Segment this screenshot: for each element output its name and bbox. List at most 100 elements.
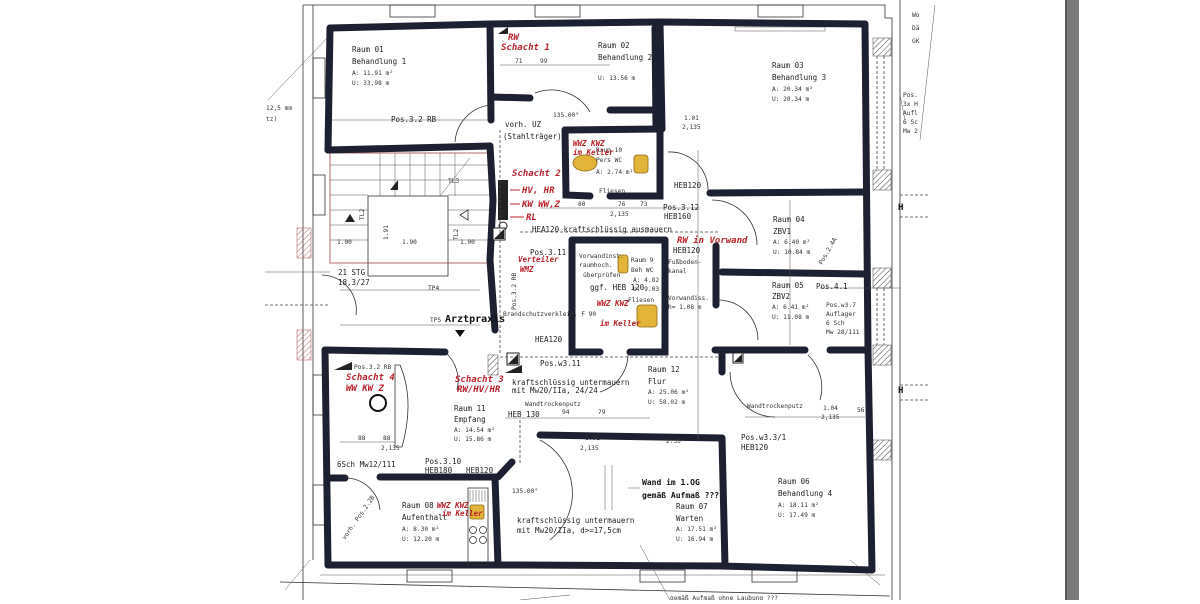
room-label-raum-04: Raum 04 ZBV1 A: 6.40 m² U: 10.84 m [773, 215, 811, 256]
svg-text:HEB160: HEB160 [664, 212, 692, 221]
svg-text:A: 17.51 m²: A: 17.51 m² [676, 526, 717, 533]
svg-text:6 Sch: 6 Sch [826, 320, 845, 327]
svg-text:U: 13.56 m: U: 13.56 m [598, 75, 636, 82]
room-label-raum-07: Raum 07 Warten A: 17.51 m² U: 16.94 m [676, 502, 717, 543]
svg-text:im Keller: im Keller [573, 148, 614, 157]
svg-text:1.90: 1.90 [402, 239, 417, 246]
toilet-icon [633, 154, 649, 174]
svg-text:Arztpraxis: Arztpraxis [445, 313, 505, 325]
svg-text:U: 33.98 m: U: 33.98 m [352, 80, 390, 87]
svg-text:Schacht 1: Schacht 1 [501, 43, 550, 53]
svg-text:überprüfen: überprüfen [583, 272, 621, 279]
svg-text:1.04: 1.04 [823, 405, 838, 412]
svg-text:WMZ: WMZ [520, 265, 534, 274]
svg-text:Fußboden-: Fußboden- [668, 259, 702, 266]
svg-text:Pos.4.1: Pos.4.1 [816, 282, 848, 291]
svg-text:135.00°: 135.00° [553, 111, 579, 119]
svg-text:88: 88 [383, 435, 391, 442]
svg-text:HEA120 kraftschlüssig ausmauer: HEA120 kraftschlüssig ausmauern [532, 225, 672, 234]
svg-text:Raum 11: Raum 11 [454, 404, 486, 413]
svg-text:U: 12.20 m: U: 12.20 m [402, 536, 440, 543]
svg-text:73: 73 [640, 201, 648, 208]
svg-text:TL3: TL3 [448, 178, 459, 185]
svg-text:Dä: Dä [912, 25, 920, 32]
svg-text:U: 16.94 m: U: 16.94 m [676, 536, 714, 543]
vertical-scrollbar[interactable] [1067, 0, 1079, 600]
svg-text:U: 10.84 m: U: 10.84 m [773, 249, 811, 256]
svg-text:RW: RW [508, 33, 520, 43]
svg-text:Auflager: Auflager [826, 311, 856, 318]
room-label-raum-05: Raum 05 ZBV2 A: 6.41 m² U: 11.08 m [772, 281, 810, 321]
svg-text:gemäß Aufmaß ohne Laubung ???: gemäß Aufmaß ohne Laubung ??? [670, 595, 778, 600]
room-label-raum-10: Raum 10 Pers WC A: 2.74 m² [596, 147, 633, 176]
stairwell [321, 152, 491, 326]
structural-annotations: Arztpraxis Pos.3.2 RB vorh. UZ (Stahlträ… [266, 12, 920, 602]
svg-text:1.00: 1.00 [337, 239, 352, 246]
svg-text:Fliesen: Fliesen [599, 188, 625, 195]
svg-text:A: 20.34 m²: A: 20.34 m² [772, 86, 813, 93]
svg-text:WWZ KWZ: WWZ KWZ [573, 139, 605, 148]
room-label-raum-06: Raum 06 Behandlung 4 A: 18.11 m² U: 17.4… [778, 477, 833, 519]
svg-text:6Sch Mw12/111: 6Sch Mw12/111 [337, 460, 396, 469]
svg-text:A: 11.91 m²: A: 11.91 m² [352, 70, 393, 77]
svg-text:WW KW Z: WW KW Z [346, 384, 385, 394]
svg-text:56: 56 [857, 407, 865, 414]
svg-text:Behandlung 4: Behandlung 4 [778, 489, 833, 498]
svg-text:2.35: 2.35 [666, 438, 681, 445]
svg-text:Schacht 3: Schacht 3 [455, 375, 504, 385]
svg-text:Verteiler: Verteiler [518, 255, 559, 264]
svg-text:Mw 2: Mw 2 [903, 128, 918, 135]
svg-text:12,5 mm: 12,5 mm [266, 105, 292, 112]
svg-text:RL: RL [526, 213, 537, 223]
svg-text:Raum 02: Raum 02 [598, 41, 630, 50]
svg-text:WWZ KWZ: WWZ KWZ [437, 501, 469, 510]
svg-text:Raum 01: Raum 01 [352, 45, 384, 54]
svg-text:Pos.3.12: Pos.3.12 [663, 203, 699, 212]
svg-text:99: 99 [540, 58, 548, 65]
svg-text:Raum 08: Raum 08 [402, 501, 434, 510]
dimension-lines [330, 64, 930, 510]
walls [321, 18, 876, 574]
svg-text:135.00°: 135.00° [512, 487, 538, 495]
svg-text:Schacht 4: Schacht 4 [346, 373, 395, 383]
toilet-icon [617, 254, 629, 274]
svg-text:Aufl: Aufl [903, 110, 918, 117]
svg-text:HEB 130: HEB 130 [508, 410, 540, 419]
svg-text:6 Sc: 6 Sc [903, 119, 918, 126]
svg-text:Vorwandiss.: Vorwandiss. [668, 295, 709, 302]
svg-text:Behandlung 1: Behandlung 1 [352, 57, 406, 66]
svg-text:RW in Vorwand: RW in Vorwand [677, 235, 748, 246]
fixtures [334, 27, 744, 566]
room-label-raum-01: Raum 01 Behandlung 1 A: 11.91 m² U: 33.9… [352, 45, 406, 87]
svg-text:Pos.3.11: Pos.3.11 [530, 248, 566, 257]
svg-text:TP4: TP4 [428, 285, 439, 292]
svg-text:U: 15.86 m: U: 15.86 m [454, 436, 492, 443]
svg-text:79: 79 [598, 409, 606, 416]
toilet-icon [636, 304, 658, 328]
svg-text:80: 80 [578, 201, 586, 208]
svg-text:Pos.w3.3/1: Pos.w3.3/1 [741, 433, 786, 442]
svg-text:Wand im 1.OG: Wand im 1.OG [642, 477, 700, 487]
svg-text:Warten: Warten [676, 514, 703, 523]
svg-text:Vorwandinst.: Vorwandinst. [579, 253, 624, 260]
svg-text:vorh. UZ: vorh. UZ [505, 120, 542, 129]
svg-text:21 STG: 21 STG [338, 268, 366, 277]
svg-text:Empfang: Empfang [454, 415, 486, 424]
svg-text:mit Mw20/IIa, d>=17,5cm: mit Mw20/IIa, d>=17,5cm [517, 526, 621, 535]
svg-text:im Keller: im Keller [600, 319, 641, 328]
svg-text:im Keller: im Keller [442, 509, 483, 518]
svg-text:Fliesen: Fliesen [628, 297, 654, 304]
svg-text:HEB180: HEB180 [425, 466, 453, 475]
svg-text:1.91: 1.91 [383, 225, 390, 240]
svg-text:Behandlung 3: Behandlung 3 [772, 73, 826, 82]
svg-text:TP5: TP5 [430, 317, 441, 324]
svg-text:Behandlung 2: Behandlung 2 [598, 53, 652, 62]
svg-text:U: 20.34 m: U: 20.34 m [772, 96, 810, 103]
svg-text:WWZ KWZ: WWZ KWZ [597, 299, 629, 308]
svg-text:A: 6.40 m²: A: 6.40 m² [773, 239, 810, 246]
svg-text:TL2: TL2 [359, 209, 366, 220]
svg-text:Wandtrockenputz: Wandtrockenputz [747, 403, 803, 410]
svg-text:U: 9.03: U: 9.03 [633, 286, 659, 293]
svg-text:2,135: 2,135 [610, 211, 629, 218]
red-annotations: RW Schacht 1 WWZ KWZ im Keller Schacht 2… [346, 33, 748, 518]
